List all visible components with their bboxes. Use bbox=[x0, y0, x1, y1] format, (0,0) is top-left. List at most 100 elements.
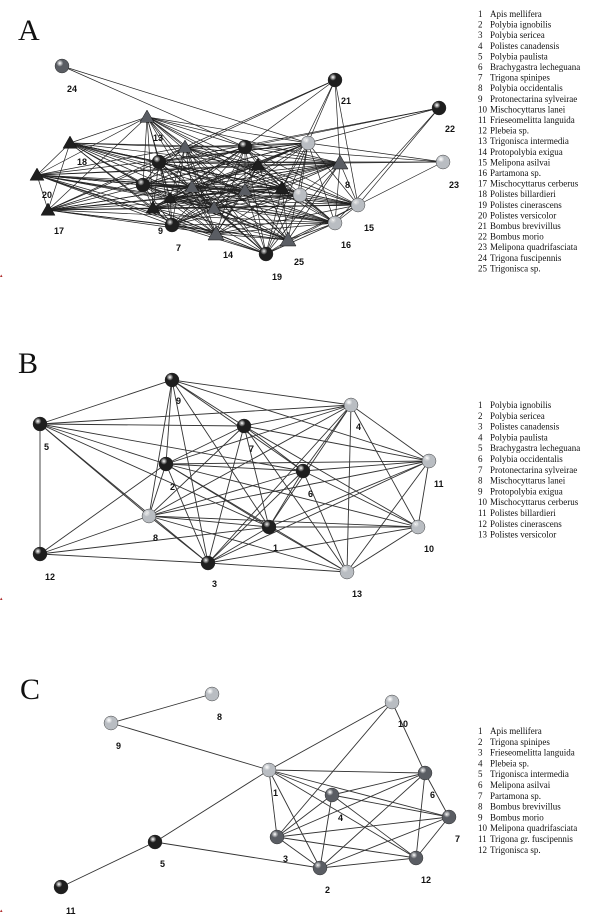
pa-edge bbox=[244, 142, 309, 148]
pa-panel-label: A bbox=[18, 14, 40, 47]
pc-legend-num: 9 bbox=[478, 812, 483, 822]
pc-circle-node bbox=[261, 762, 277, 778]
pb-edge bbox=[148, 463, 167, 517]
pa-edge bbox=[244, 146, 359, 206]
pb-circle-node bbox=[236, 418, 252, 434]
pc-legend-num: 2 bbox=[478, 737, 483, 747]
pa-legend-num: 1 bbox=[478, 9, 483, 19]
pa-legend-num: 4 bbox=[478, 41, 483, 51]
pb-edge bbox=[39, 553, 209, 564]
pc-circle-node bbox=[147, 834, 163, 850]
pa-edge bbox=[299, 194, 359, 206]
pb-edge bbox=[346, 526, 419, 573]
pa-legend-num: 22 bbox=[478, 232, 487, 242]
pa-edge bbox=[158, 161, 259, 166]
pb-edge bbox=[417, 460, 430, 528]
pb-node-label: 1 bbox=[273, 543, 278, 553]
pc-circle-node bbox=[312, 860, 328, 876]
pc-legend-name: Melipona quadrifasciata bbox=[490, 823, 577, 833]
pa-legend-num: 11 bbox=[478, 115, 487, 125]
pa-edge bbox=[169, 197, 336, 224]
pb-legend-num: 6 bbox=[478, 454, 483, 464]
pa-edge bbox=[169, 187, 283, 199]
pb-circle-node bbox=[339, 564, 355, 580]
pa-node-label: 15 bbox=[364, 223, 374, 233]
pa-edge bbox=[47, 146, 246, 211]
pa-edge bbox=[169, 146, 246, 199]
pc-legend-num: 5 bbox=[478, 769, 483, 779]
pa-edge bbox=[169, 197, 289, 241]
pb-edge bbox=[165, 379, 173, 465]
pa-legend-num: 15 bbox=[478, 157, 488, 167]
pa-legend-name: Melipona quadrifasciata bbox=[490, 242, 577, 252]
pa-legend-name: Polybia occidentalis bbox=[490, 83, 563, 93]
pb-legend-num: 8 bbox=[478, 476, 483, 486]
pa-edge bbox=[36, 174, 154, 209]
pb-node-label: 9 bbox=[176, 396, 181, 406]
pa-edge bbox=[142, 184, 283, 189]
pa-legend-num: 3 bbox=[478, 30, 483, 40]
pb-node-label: 6 bbox=[308, 489, 313, 499]
pb-edge bbox=[207, 526, 270, 564]
pa-triangle-node bbox=[331, 154, 349, 170]
pa-triangle-node bbox=[29, 167, 45, 181]
pb-edge bbox=[39, 423, 245, 427]
pa-edge bbox=[171, 224, 217, 235]
pa-edge bbox=[36, 146, 186, 176]
pa-edge bbox=[171, 189, 246, 226]
pa-circle-node bbox=[135, 177, 151, 193]
pa-circle-node bbox=[292, 187, 308, 203]
pc-edge bbox=[60, 841, 156, 888]
pa-edge bbox=[213, 194, 301, 209]
pa-edge bbox=[184, 146, 193, 188]
pa-edge bbox=[142, 116, 148, 186]
pb-corner-mark: ▴ bbox=[0, 596, 3, 602]
pa-legend-name: Protopolybia exigua bbox=[490, 147, 563, 157]
pb-circle-node bbox=[32, 546, 48, 562]
pc-edge bbox=[268, 769, 426, 774]
pa-legend-name: Polistes cinerascens bbox=[490, 200, 562, 210]
pb-edge bbox=[39, 379, 173, 425]
pc-circle-node bbox=[408, 850, 424, 866]
pa-edge bbox=[334, 79, 341, 164]
pa-edge bbox=[184, 146, 341, 164]
pb-legend-num: 13 bbox=[478, 530, 488, 540]
pc-node-label: 1 bbox=[273, 788, 278, 798]
pa-corner-mark: ▴ bbox=[0, 273, 3, 279]
pb-edge bbox=[39, 515, 150, 555]
pc-node-label: 2 bbox=[325, 885, 330, 895]
pb-legend-num: 9 bbox=[478, 486, 483, 496]
pb-edge bbox=[148, 515, 348, 573]
pb-edge bbox=[207, 460, 430, 564]
pa-triangle-node bbox=[274, 180, 290, 194]
pa-edge bbox=[169, 146, 186, 199]
pa-triangle-node bbox=[237, 182, 253, 196]
pa-node-label: 18 bbox=[77, 157, 87, 167]
pb-edge bbox=[243, 425, 348, 573]
pa-edge bbox=[334, 162, 341, 224]
pa-edge bbox=[171, 222, 336, 226]
pa-edge bbox=[257, 164, 359, 206]
pb-edge bbox=[171, 379, 430, 462]
pb-edge bbox=[148, 379, 173, 517]
pa-legend-num: 6 bbox=[478, 62, 483, 72]
pb-node-label: 5 bbox=[44, 442, 49, 452]
pa-circle-node bbox=[350, 197, 366, 213]
pc-circle-node bbox=[324, 787, 340, 803]
pa-edge bbox=[146, 116, 259, 166]
pb-legend-name: Mischocyttarus cerberus bbox=[490, 497, 579, 507]
pb-legend-num: 11 bbox=[478, 508, 487, 518]
pa-edge bbox=[334, 79, 359, 206]
pa-legend-num: 14 bbox=[478, 147, 488, 157]
pc-node-label: 6 bbox=[430, 790, 435, 800]
pa-edge bbox=[357, 107, 440, 206]
pb-legend-name: Polistes versicolor bbox=[490, 530, 556, 540]
pb-legend-num: 10 bbox=[478, 497, 488, 507]
pa-edge bbox=[169, 197, 359, 206]
pa-legend-num: 17 bbox=[478, 179, 488, 189]
pa-legend-name: Trigonisca sp. bbox=[490, 263, 541, 273]
pc-edge bbox=[268, 769, 417, 859]
pa-legend-num: 24 bbox=[478, 253, 488, 263]
